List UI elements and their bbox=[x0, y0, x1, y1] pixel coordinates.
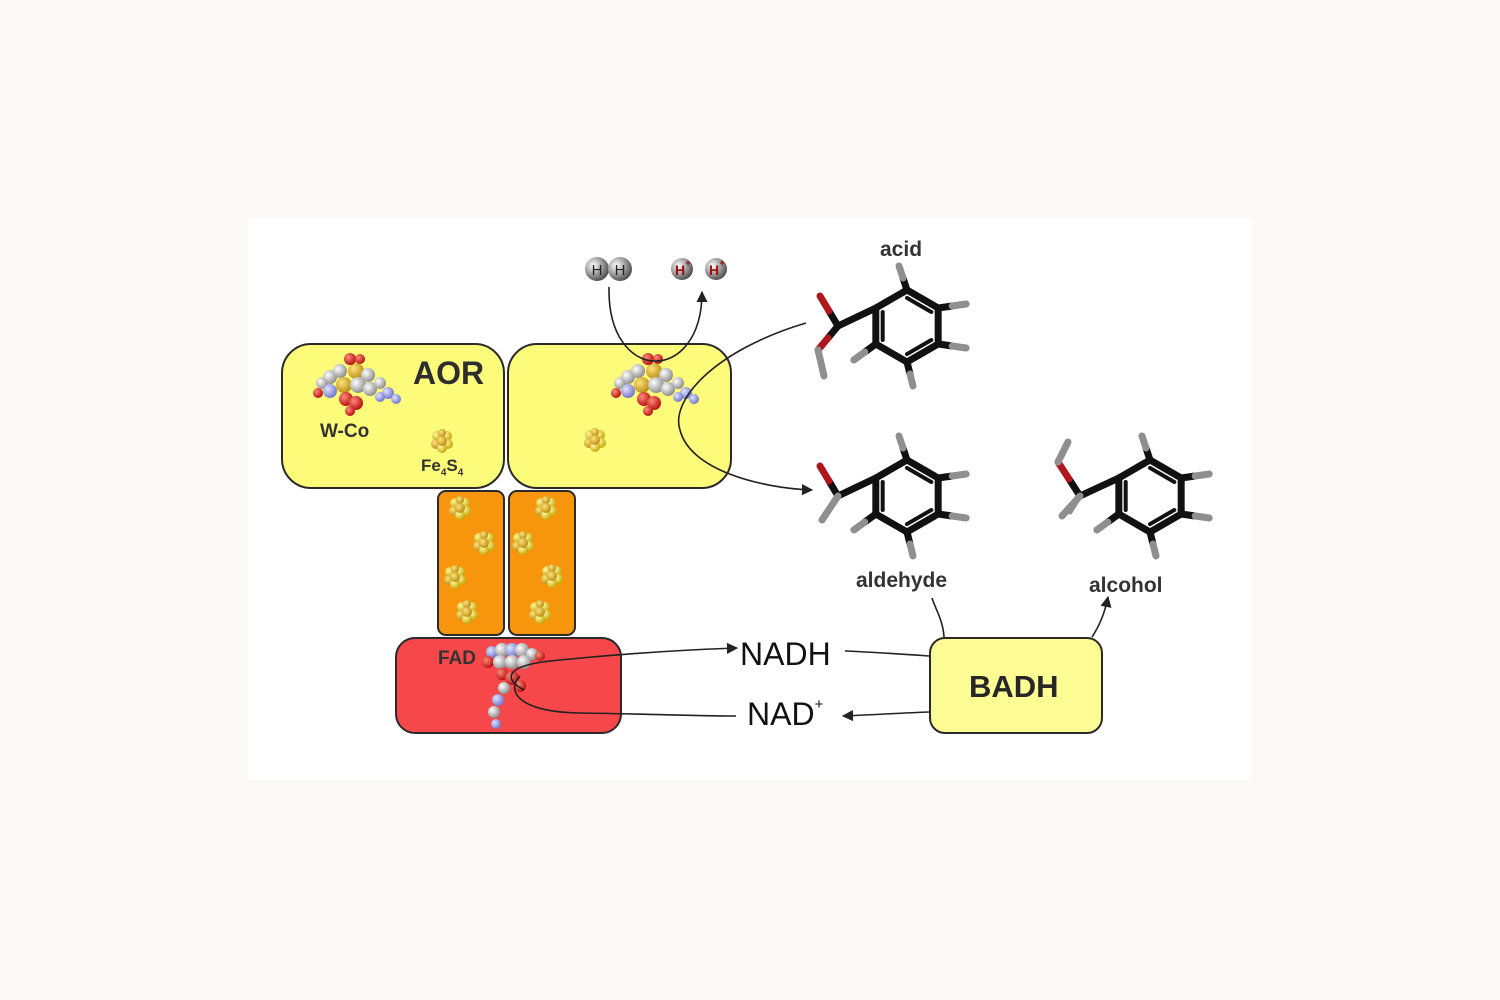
acid-label: acid bbox=[880, 238, 923, 261]
nadh-label: NADH bbox=[740, 636, 831, 672]
aldehyde-ring-bond bbox=[903, 456, 942, 482]
hydrogen-molecule: H H bbox=[585, 257, 632, 281]
alcohol-aromatic-bond bbox=[1148, 465, 1177, 484]
aor-subunit-right bbox=[507, 343, 732, 489]
svg-text:H: H bbox=[675, 262, 685, 278]
acid-to-aldehyde-arrow bbox=[677, 322, 814, 496]
aldehyde-carbonyl-bond bbox=[816, 462, 833, 485]
iron-sulfur-cluster bbox=[512, 531, 534, 555]
alcohol-aromatic-bond bbox=[1148, 508, 1177, 527]
alcohol-ring-bond bbox=[1115, 510, 1154, 536]
aldehyde-ring-bond bbox=[903, 510, 942, 536]
acid-carbon-bond bbox=[834, 304, 880, 330]
aldehyde-ring-bond bbox=[872, 510, 911, 536]
acid-aromatic-bond bbox=[905, 338, 934, 357]
alcohol-methylene-hydrogen bbox=[1067, 493, 1083, 515]
tungsten-cofactor-right bbox=[611, 353, 699, 416]
iron-sulfur-cluster bbox=[444, 565, 466, 589]
aldehyde-hydrogen bbox=[948, 512, 970, 522]
acid-hydroxyl-hydrogen bbox=[814, 346, 828, 380]
aldehyde-hydrogen bbox=[895, 432, 907, 452]
nad-to-fad-line bbox=[513, 675, 737, 717]
fad-to-nadh-arrow bbox=[510, 642, 739, 691]
acid-hydrogen bbox=[948, 300, 970, 310]
acid-hydrogen bbox=[850, 348, 869, 364]
aldehyde-ring-bond bbox=[872, 456, 911, 482]
aldehyde-hydrogen bbox=[948, 470, 970, 480]
alcohol-hydrogen bbox=[1138, 432, 1150, 452]
svg-text:+: + bbox=[685, 258, 690, 268]
iron-sulfur-cluster bbox=[529, 600, 551, 624]
badh-label: BADH bbox=[969, 669, 1059, 704]
badh-enzyme-box bbox=[929, 637, 1103, 734]
badh-to-nad-arrow bbox=[841, 710, 930, 722]
iron-sulfur-cluster-aor-left bbox=[431, 429, 453, 453]
alcohol-carbon-bond bbox=[1076, 474, 1123, 500]
alcohol-hydrogen bbox=[1149, 540, 1160, 560]
alcohol-ring-bond bbox=[1146, 510, 1185, 536]
nad-plus-label: NAD+ bbox=[747, 696, 824, 732]
proton-pair: H + H + bbox=[671, 258, 727, 280]
alcohol-hydrogen bbox=[1093, 518, 1112, 534]
acid-hydrogen bbox=[895, 262, 907, 282]
aldehyde-hydrogen bbox=[906, 540, 917, 560]
tungsten-cofactor-left bbox=[313, 353, 401, 416]
aor-label: AOR bbox=[413, 355, 485, 391]
acid-ring-bond bbox=[872, 340, 911, 366]
iron-sulfur-cluster bbox=[541, 564, 563, 588]
alcohol-ring-bond bbox=[1115, 456, 1154, 482]
svg-text:H: H bbox=[592, 262, 603, 279]
fad-label: FAD bbox=[438, 648, 476, 669]
iron-sulfur-cluster bbox=[449, 496, 471, 520]
iron-sulfur-label: Fe4S4 bbox=[421, 456, 464, 479]
acid-hydrogen bbox=[906, 370, 917, 390]
fad-cofactor bbox=[482, 643, 545, 729]
iron-sulfur-cluster bbox=[456, 600, 478, 624]
acid-aromatic-bond bbox=[905, 295, 934, 314]
acid-carbonyl-bond bbox=[816, 292, 833, 315]
svg-text:H: H bbox=[709, 262, 719, 278]
nadh-to-badh-line bbox=[844, 650, 930, 657]
aldehyde-aromatic-bond bbox=[905, 508, 934, 527]
acid-ring-bond bbox=[903, 286, 942, 312]
aldehyde-formyl-hydrogen bbox=[818, 492, 842, 524]
alcohol-hydrogen bbox=[1191, 470, 1213, 480]
acid-ring-bond bbox=[903, 340, 942, 366]
iron-sulfur-cluster-aor-right bbox=[584, 428, 606, 452]
aldehyde-carbon-bond bbox=[834, 474, 880, 500]
acid-ring-bond bbox=[872, 286, 911, 312]
svg-text:+: + bbox=[719, 258, 724, 268]
aldehyde-hydrogen bbox=[850, 518, 869, 534]
alcohol-hydroxyl-hydrogen bbox=[1054, 438, 1072, 466]
aldehyde-aromatic-bond bbox=[905, 465, 934, 484]
alcohol-hydrogen bbox=[1191, 512, 1213, 522]
iron-sulfur-cluster bbox=[535, 496, 557, 520]
hydrogen-oxidation-arrow bbox=[608, 286, 708, 362]
tungsten-cofactor-label: W-Co bbox=[320, 421, 370, 442]
aor-subunit-left bbox=[281, 343, 505, 489]
acid-hydrogen bbox=[948, 342, 970, 352]
badh-to-alcohol-arrow bbox=[1091, 595, 1112, 638]
aldehyde-to-badh-line bbox=[931, 597, 945, 638]
iron-sulfur-cluster bbox=[473, 531, 495, 555]
svg-text:H: H bbox=[615, 262, 626, 279]
molecule-structures bbox=[814, 262, 1213, 560]
alcohol-label: alcohol bbox=[1089, 574, 1163, 597]
alcohol-ring-bond bbox=[1146, 456, 1185, 482]
aldehyde-label: aldehyde bbox=[856, 569, 948, 592]
